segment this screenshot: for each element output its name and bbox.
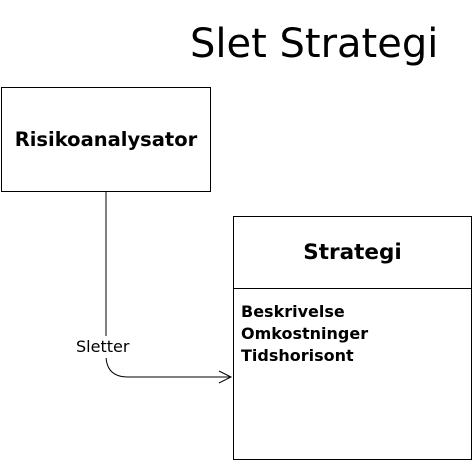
risikoanalysator-label: Risikoanalysator (14, 128, 198, 151)
strategi-header: Strategi (234, 217, 471, 289)
risikoanalysator-box: Risikoanalysator (1, 87, 211, 192)
strategi-box: Strategi Beskrivelse Omkostninger Tidsho… (233, 216, 472, 460)
arrowhead-icon (218, 370, 233, 384)
attribute-beskrivelse: Beskrivelse (241, 302, 345, 321)
strategi-attributes: Beskrivelse Omkostninger Tidshorisont (234, 289, 471, 367)
attribute-omkostninger: Omkostninger (241, 324, 369, 343)
attribute-tidshorisont: Tidshorisont (241, 346, 354, 365)
diagram-title: Slet Strategi (190, 21, 439, 67)
strategi-label: Strategi (303, 240, 402, 265)
sletter-label: Sletter (74, 336, 132, 358)
